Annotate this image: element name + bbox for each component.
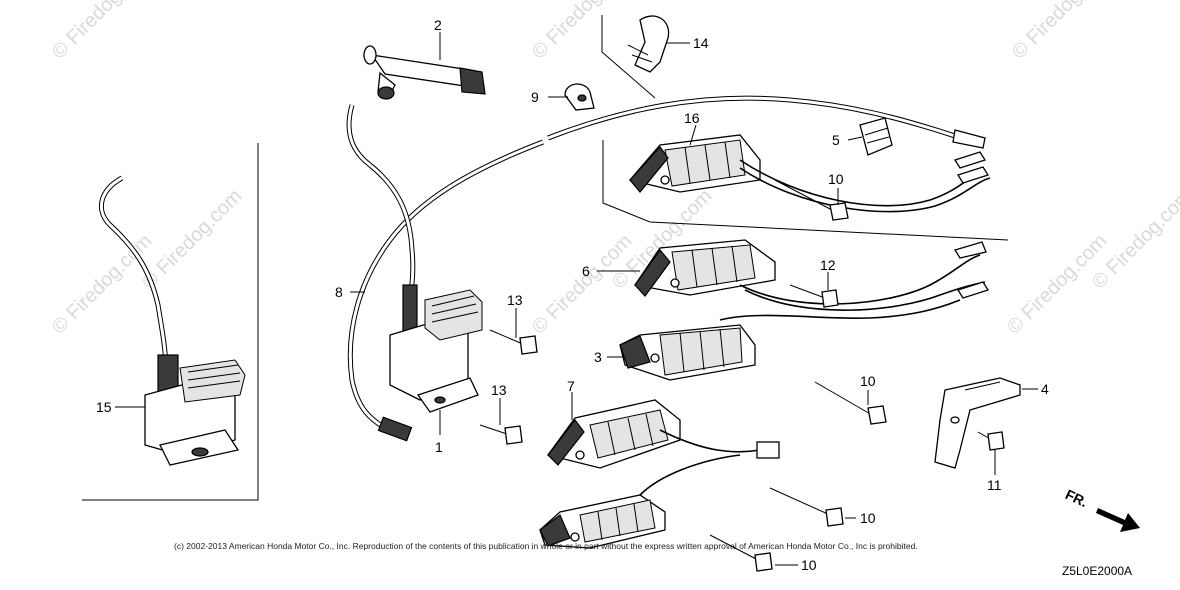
- bolt-10-low-head: [825, 507, 844, 527]
- bolt-13-upper-shaft: [489, 329, 526, 346]
- watermark-3: © Firedog.com: [1008, 0, 1117, 64]
- grommet-5: [859, 117, 893, 156]
- watermark-4: © Firedog.com: [48, 230, 157, 339]
- bracket-4: [934, 377, 1021, 469]
- frame-left: [82, 143, 259, 501]
- callout-15: 15: [96, 399, 112, 415]
- callout-2: 2: [434, 17, 442, 33]
- bolt-10-upper-shaft: [774, 179, 833, 211]
- bolt-12-head: [821, 289, 839, 308]
- bolt-13-upper-head: [519, 335, 538, 355]
- callout-1: 1: [435, 439, 443, 455]
- clip-9: [564, 83, 595, 111]
- clamp-14: [627, 15, 670, 73]
- bolt-11-head: [987, 431, 1005, 451]
- callout-4: 4: [1041, 381, 1049, 397]
- charge-coil-7: [546, 399, 780, 469]
- callout-10-mid: 10: [860, 373, 876, 389]
- frame-right: [602, 140, 1009, 241]
- watermarks: © Firedog.com © Firedog.com © Firedog.co…: [48, 0, 1180, 339]
- callout-10-low: 10: [860, 510, 876, 526]
- charge-coil-6: [633, 239, 989, 311]
- callout-13-upper: 13: [507, 292, 523, 308]
- callout-12: 12: [820, 257, 836, 273]
- front-arrow-icon: [1096, 508, 1140, 532]
- callout-5: 5: [832, 132, 840, 148]
- leader-lines: [115, 32, 1038, 566]
- front-direction-indicator: FR.: [1063, 486, 1140, 532]
- watermark-7: © Firedog.com: [138, 185, 247, 294]
- bolt-10-low-shaft: [769, 487, 831, 516]
- callout-16: 16: [684, 110, 700, 126]
- bolt-10-upper-head: [829, 202, 849, 221]
- callout-14: 14: [693, 35, 709, 51]
- callouts: 2 14 9 16 5 10 12 6 8 13 3 10 7 13 4 15 …: [96, 17, 1049, 573]
- watermark-2: © Firedog.com: [528, 0, 637, 64]
- copyright-notice: (c) 2002-2013 American Honda Motor Co., …: [174, 541, 918, 551]
- ignition-coil-15: [99, 175, 246, 466]
- group-frames: [82, 15, 1009, 501]
- bolt-10-bottom-head: [754, 552, 773, 572]
- bolt-10-mid-shaft: [814, 381, 873, 416]
- callout-8: 8: [335, 284, 343, 300]
- frame-top: [601, 15, 656, 99]
- front-label: FR.: [1063, 486, 1090, 510]
- callout-10-bottom: 10: [801, 557, 817, 573]
- bolt-10-mid-head: [867, 405, 887, 425]
- ignition-coil-1: [346, 104, 483, 413]
- callout-10-upper: 10: [828, 171, 844, 187]
- bolt-13-lower-head: [504, 425, 523, 445]
- charge-coil-bottom: [539, 454, 741, 549]
- spark-plug-cap-2: [363, 45, 486, 100]
- wire-harness-8: [347, 95, 986, 442]
- callout-13-lower: 13: [491, 382, 507, 398]
- callout-7: 7: [567, 378, 575, 394]
- bolt-10-bottom-shaft: [709, 534, 759, 561]
- diagram-code: Z5L0E2000A: [1062, 564, 1132, 578]
- callout-3: 3: [594, 349, 602, 365]
- callout-9: 9: [531, 89, 539, 105]
- bolts: [479, 179, 1005, 572]
- bolt-12-shaft: [789, 284, 826, 299]
- callout-11: 11: [987, 477, 1002, 493]
- bolt-13-lower-shaft: [479, 424, 511, 436]
- callout-6: 6: [582, 263, 590, 279]
- charge-coil-16: [628, 134, 991, 213]
- watermark-1: © Firedog.com: [48, 0, 157, 64]
- charge-coil-3: [619, 299, 961, 381]
